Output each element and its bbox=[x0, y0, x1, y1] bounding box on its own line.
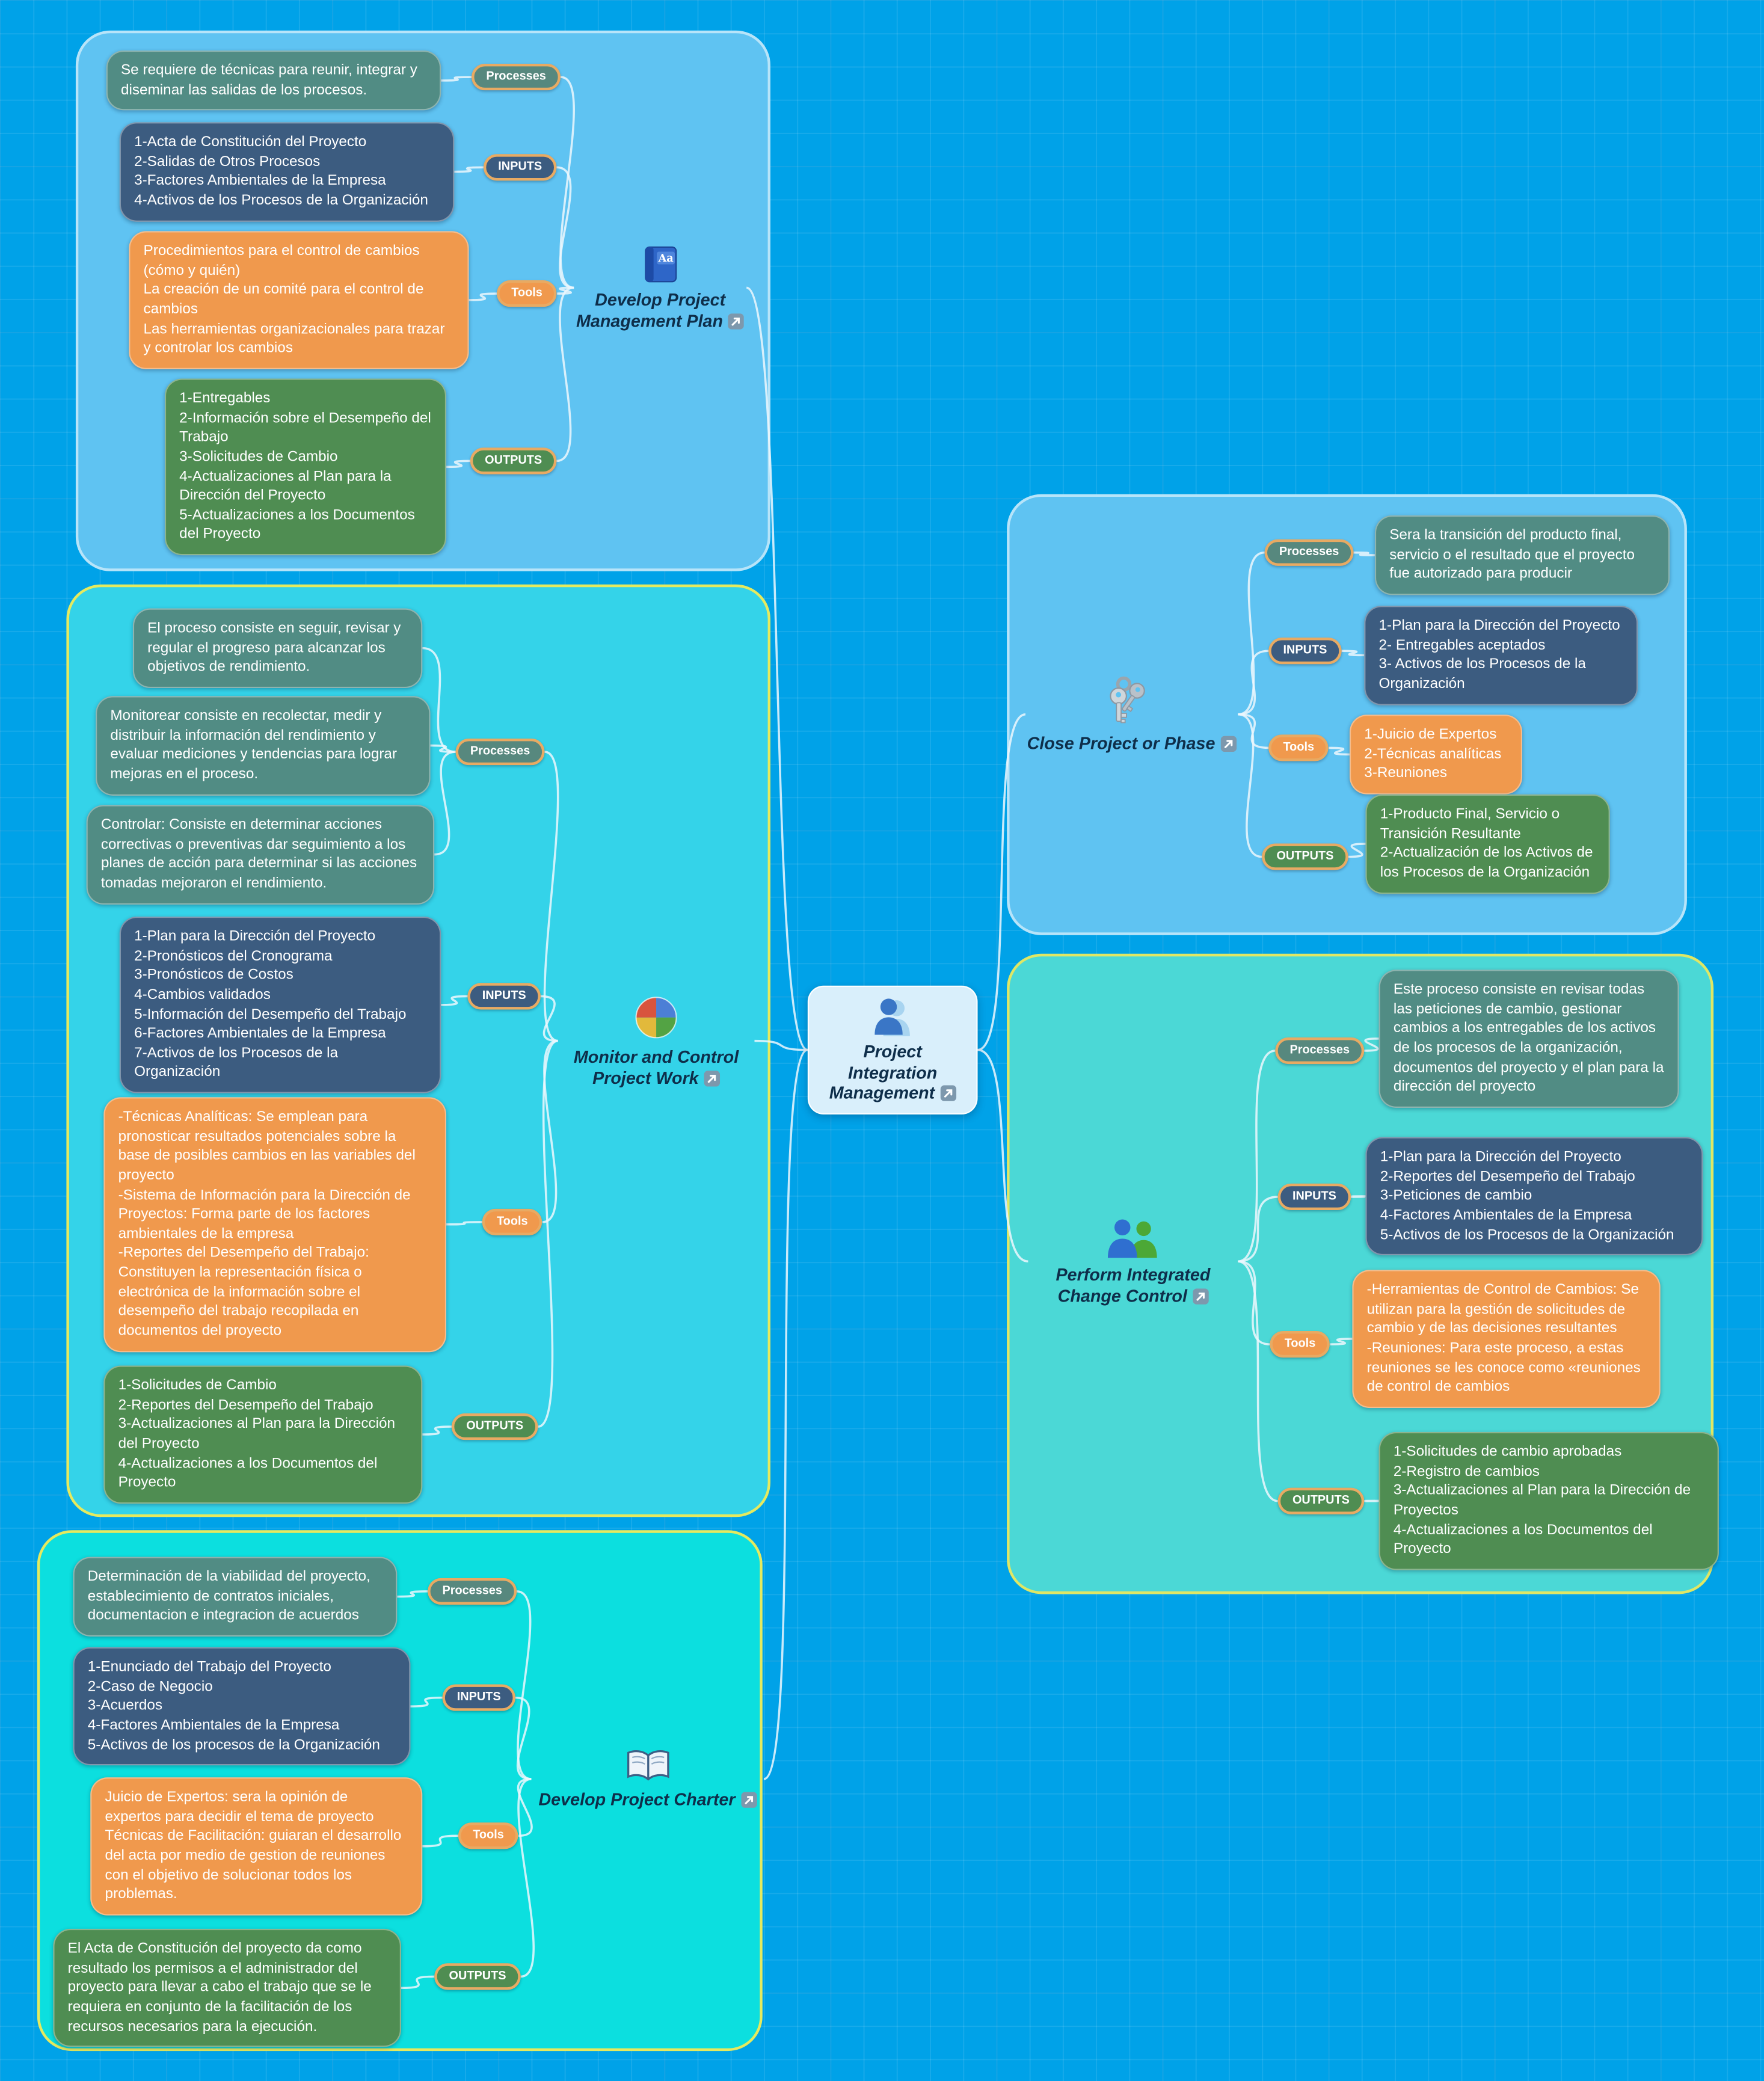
topic-project-integration-management[interactable]: Project Integration Management bbox=[807, 985, 978, 1114]
link-icon[interactable] bbox=[728, 313, 745, 329]
team-icon bbox=[1107, 1219, 1157, 1258]
note-mcpw-processes-2[interactable]: Monitorear consiste en recolectar, medir… bbox=[96, 696, 431, 795]
pill-outputs[interactable]: OUTPUTS bbox=[434, 1963, 521, 1990]
note-cpp-processes[interactable]: Sera la transición del producto final, s… bbox=[1374, 515, 1670, 595]
note-cpp-tools[interactable]: 1-Juicio de Expertos 2-Técnicas analític… bbox=[1349, 715, 1523, 795]
topic-develop-project-charter[interactable]: Develop Project Charter bbox=[531, 1748, 764, 1810]
pill-outputs[interactable]: OUTPUTS bbox=[1277, 1487, 1365, 1514]
topic-monitor-and-control-project-work[interactable]: Monitor and Control Project Work bbox=[558, 994, 755, 1088]
note-mcpw-processes-3[interactable]: Controlar: Consiste en determinar accion… bbox=[86, 805, 435, 904]
topic-close-project-or-phase[interactable]: Close Project or Phase bbox=[1025, 675, 1238, 754]
note-mcpw-tools[interactable]: -Técnicas Analíticas: Se emplean para pr… bbox=[103, 1097, 447, 1352]
note-picc-processes[interactable]: Este proceso consiste en revisar todas l… bbox=[1378, 970, 1679, 1108]
pill-processes[interactable]: Processes bbox=[428, 1578, 517, 1605]
pill-inputs[interactable]: INPUTS bbox=[467, 983, 541, 1010]
note-mcpw-processes-1[interactable]: El proceso consiste en seguir, revisar y… bbox=[132, 608, 423, 688]
link-icon[interactable] bbox=[940, 1085, 956, 1102]
note-cpp-inputs[interactable]: 1-Plan para la Dirección del Proyecto 2-… bbox=[1364, 606, 1638, 705]
pill-outputs[interactable]: OUTPUTS bbox=[1262, 843, 1348, 870]
pill-processes[interactable]: Processes bbox=[1264, 539, 1354, 566]
topic-label: Close Project or Phase bbox=[1027, 733, 1215, 754]
link-icon[interactable] bbox=[1220, 736, 1237, 752]
svg-text:Aa: Aa bbox=[658, 252, 674, 265]
pill-inputs[interactable]: INPUTS bbox=[442, 1684, 515, 1711]
pill-tools[interactable]: Tools bbox=[458, 1822, 519, 1849]
topic-label: Monitor and Control Project Work bbox=[573, 1047, 739, 1087]
note-dpmp-inputs[interactable]: 1-Acta de Constitución del Proyecto 2-Sa… bbox=[119, 122, 455, 221]
pill-inputs[interactable]: INPUTS bbox=[1277, 1183, 1351, 1211]
topic-label: Perform Integrated Change Control bbox=[1056, 1264, 1211, 1306]
note-dpc-outputs[interactable]: El Acta de Constitución del proyecto da … bbox=[53, 1928, 401, 2047]
topic-perform-integrated-change-control[interactable]: Perform Integrated Change Control bbox=[1028, 1217, 1238, 1306]
keys-icon bbox=[1110, 676, 1145, 724]
note-mcpw-outputs[interactable]: 1-Solicitudes de Cambio 2-Reportes del D… bbox=[103, 1365, 423, 1504]
note-dpc-processes[interactable]: Determinación de la viabilidad del proye… bbox=[73, 1557, 398, 1637]
note-picc-inputs[interactable]: 1-Plan para la Dirección del Proyecto 2-… bbox=[1365, 1137, 1703, 1256]
pie-chart-icon bbox=[635, 997, 677, 1039]
note-dpc-inputs[interactable]: 1-Enunciado del Trabajo del Proyecto 2-C… bbox=[73, 1647, 411, 1766]
note-picc-tools[interactable]: -Herramientas de Control de Cambios: Se … bbox=[1352, 1270, 1661, 1408]
pill-tools[interactable]: Tools bbox=[497, 280, 558, 307]
open-book-icon bbox=[626, 1750, 669, 1781]
link-icon[interactable] bbox=[704, 1070, 720, 1086]
pill-inputs[interactable]: INPUTS bbox=[483, 154, 557, 181]
note-dpc-tools[interactable]: Juicio de Expertos: sera la opinión de e… bbox=[90, 1777, 423, 1916]
pill-inputs[interactable]: INPUTS bbox=[1268, 638, 1342, 665]
pill-processes[interactable]: Processes bbox=[455, 738, 545, 766]
topic-label: Project Integration Management bbox=[829, 1041, 938, 1103]
topic-label: Develop Project Management Plan bbox=[576, 289, 726, 331]
person-icon bbox=[874, 998, 910, 1036]
topic-develop-project-management-plan[interactable]: Aa Develop Project Management Plan bbox=[574, 244, 746, 331]
note-picc-outputs[interactable]: 1-Solicitudes de cambio aprobadas 2-Regi… bbox=[1378, 1431, 1719, 1570]
pill-tools[interactable]: Tools bbox=[1270, 1331, 1330, 1358]
pill-processes[interactable]: Processes bbox=[1275, 1037, 1365, 1065]
link-icon[interactable] bbox=[1192, 1288, 1209, 1304]
note-cpp-outputs[interactable]: 1-Producto Final, Servicio o Transición … bbox=[1365, 794, 1610, 894]
note-dpmp-tools[interactable]: Procedimientos para el control de cambio… bbox=[129, 231, 469, 369]
note-dpmp-outputs[interactable]: 1-Entregables 2-Información sobre el Des… bbox=[164, 378, 447, 556]
note-mcpw-inputs[interactable]: 1-Plan para la Dirección del Proyecto 2-… bbox=[119, 916, 441, 1093]
pill-processes[interactable]: Processes bbox=[472, 64, 561, 91]
note-dpmp-processes[interactable]: Se requiere de técnicas para reunir, int… bbox=[106, 50, 441, 111]
topic-label: Develop Project Charter bbox=[538, 1789, 736, 1810]
link-icon[interactable] bbox=[740, 1792, 757, 1808]
book-icon: Aa bbox=[645, 246, 677, 283]
pill-outputs[interactable]: OUTPUTS bbox=[451, 1413, 538, 1440]
pill-tools[interactable]: Tools bbox=[482, 1208, 542, 1235]
pill-outputs[interactable]: OUTPUTS bbox=[470, 447, 557, 475]
pill-tools[interactable]: Tools bbox=[1268, 734, 1329, 761]
